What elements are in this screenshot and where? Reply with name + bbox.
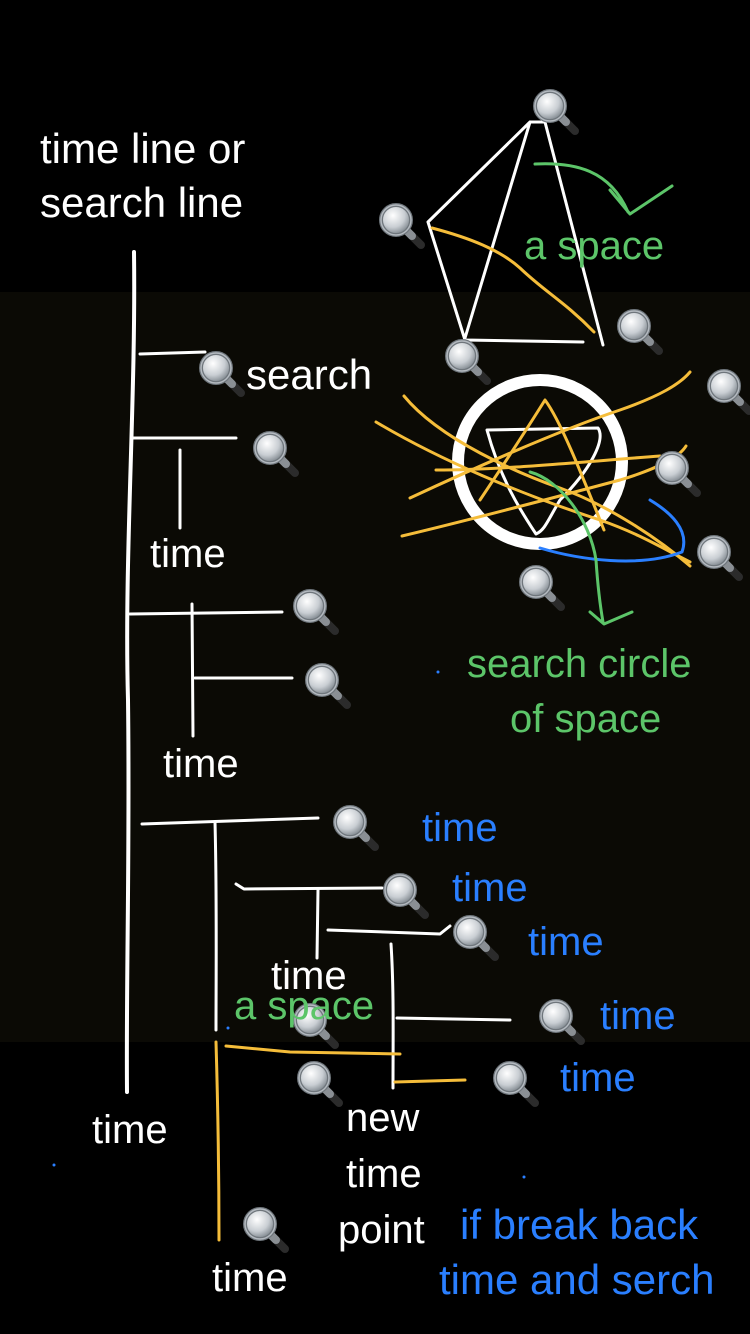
space-shape-yellow: [430, 226, 596, 334]
yellow-scribble-2: [374, 420, 692, 564]
magnifying-glass-icon: [380, 870, 430, 920]
magnifying-glass-icon: [240, 1204, 290, 1254]
magnifying-glass-icon: [196, 348, 246, 398]
label-a-space-mid: a space: [234, 984, 375, 1028]
search-circle: [452, 374, 628, 550]
blue-dot: [522, 1175, 526, 1179]
label-search-circle-1: search circle: [467, 642, 692, 686]
magnifying-glass-icon: [290, 586, 340, 636]
magnifying-glass-icon: [516, 562, 566, 612]
title-line-1: time line or: [40, 125, 246, 172]
title-line-2: search line: [40, 179, 244, 226]
label-note-line-2: time and serch: [439, 1256, 715, 1303]
space-shape-white: [426, 120, 605, 347]
branch-3: [128, 610, 284, 616]
arrow-green-top: [533, 162, 674, 216]
magnifying-glass-icon: [536, 996, 586, 1046]
label-search: search: [246, 351, 373, 398]
magnifying-glass-icon: [652, 448, 702, 498]
branch-4-vertical: [213, 820, 218, 1032]
label-time-b: time: [163, 742, 239, 786]
magnifying-glass-icon: [442, 336, 492, 386]
magnifying-glass-icon: [294, 1058, 344, 1108]
label-time-left-bottom: time: [92, 1108, 168, 1152]
label-time-a: time: [150, 532, 226, 576]
magnifying-glass-icon: [694, 532, 744, 582]
label-note-line-1: if break back: [460, 1201, 699, 1248]
branch-3-vertical: [190, 602, 195, 738]
yellow-timeline-point: [393, 1078, 467, 1084]
label-blue-time-3: time: [528, 920, 604, 964]
yellow-timeline-branch: [224, 1044, 402, 1056]
blue-dot: [436, 670, 440, 674]
main-time-line: [124, 250, 137, 1094]
label-time-mid: time: [271, 954, 347, 998]
magnifying-glass-icon: [290, 1000, 340, 1050]
background-band-top: [0, 0, 750, 292]
magnifying-glass-icon: [302, 660, 352, 710]
background-band-middle: [0, 292, 750, 1042]
label-new-time-point-3: point: [338, 1208, 425, 1252]
branch-6: [326, 924, 452, 936]
magnifying-glass-icon: [450, 912, 500, 962]
label-search-circle-2: of space: [510, 697, 662, 741]
branch-5: [234, 882, 384, 891]
branch-5-vertical: [315, 888, 320, 960]
magnifying-glass-icon: [614, 306, 664, 356]
label-blue-time-1: time: [422, 806, 498, 850]
label-time-bottom: time: [212, 1256, 288, 1300]
magnifying-glass-icon: [530, 86, 580, 136]
label-blue-time-5: time: [560, 1056, 636, 1100]
yellow-scribble-5: [434, 454, 662, 472]
yellow-scribble-6: [478, 398, 606, 532]
label-blue-time-4: time: [600, 994, 676, 1038]
yellow-scribble-1: [402, 394, 692, 568]
label-blue-time-2: time: [452, 866, 528, 910]
blue-dot: [52, 1163, 56, 1167]
branch-4: [140, 816, 320, 826]
yellow-scribble-3: [408, 370, 692, 500]
branch-6-vertical: [389, 942, 395, 1090]
arrow-green-bottom: [528, 470, 634, 626]
magnifying-glass-icon: [490, 1058, 540, 1108]
label-a-space-top: a space: [524, 224, 665, 268]
magnifying-glass-icon: [330, 802, 380, 852]
label-new-time-point-2: time: [346, 1152, 422, 1196]
magnifying-glass-icon: [250, 428, 300, 478]
magnifying-glass-icon: [376, 200, 426, 250]
magnifying-glass-icon: [704, 366, 750, 416]
blue-scribble: [538, 498, 686, 563]
yellow-timeline-vertical: [214, 1040, 221, 1242]
blue-dot: [226, 1026, 230, 1030]
branch-search: [138, 350, 207, 356]
branch-7: [395, 1016, 512, 1022]
label-new-time-point-1: new: [346, 1096, 420, 1140]
